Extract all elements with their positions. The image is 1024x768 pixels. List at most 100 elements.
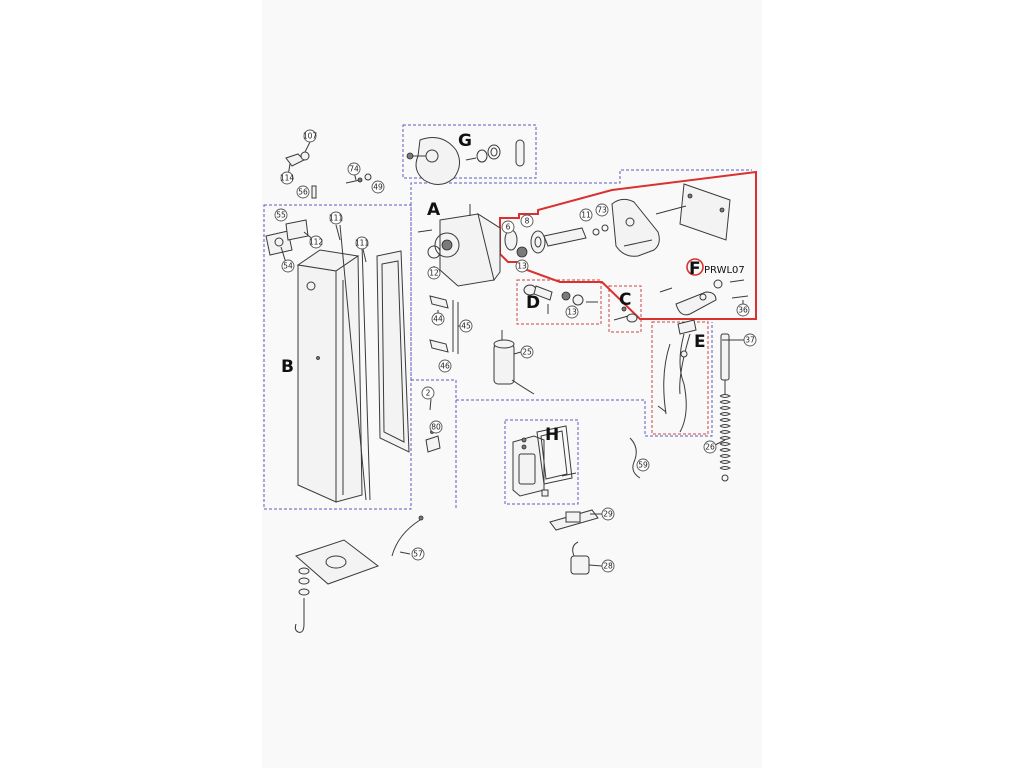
- motor-bolt: [417, 229, 433, 233]
- slot-plate: [515, 139, 525, 167]
- column-body: [296, 249, 363, 503]
- column-edge-strip: [339, 224, 367, 501]
- callout-44: 44: [431, 312, 445, 326]
- callout-54: 54: [281, 259, 295, 273]
- group-label-e: E: [694, 332, 706, 352]
- part-number-111: 111: [329, 214, 344, 223]
- transformer: [570, 541, 590, 575]
- group-g-boundary: [402, 124, 537, 179]
- door-strip: [361, 244, 371, 501]
- part-number-28: 28: [603, 562, 613, 571]
- part-number-6: 6: [506, 223, 511, 232]
- callout-107: 107: [303, 129, 318, 143]
- limit-screw: [655, 205, 687, 215]
- cable-end: [418, 515, 424, 521]
- anchor-bolt: [294, 567, 310, 633]
- limit-switch-wiring: [657, 319, 697, 433]
- part-number-13: 13: [517, 262, 527, 271]
- kit-f-outline: [499, 170, 757, 320]
- callout-45: 45: [459, 319, 473, 333]
- callout-56: 56: [296, 185, 310, 199]
- part-number-45: 45: [461, 322, 471, 331]
- group-label-c: C: [619, 290, 631, 310]
- callout-80: 80: [429, 420, 443, 434]
- callout-49: 49: [371, 180, 385, 194]
- group-d-boundary: [516, 279, 602, 325]
- part-number-8: 8: [525, 217, 530, 226]
- group-label-h: H: [545, 425, 559, 445]
- key-part: [285, 151, 310, 167]
- callout-13-d: 13: [565, 305, 579, 319]
- callout-26: 26: [703, 440, 717, 454]
- release-lever: [659, 279, 749, 316]
- callout-25: 25: [520, 345, 534, 359]
- callout-73: 73: [595, 203, 609, 217]
- part-number-73: 73: [597, 206, 607, 215]
- group-f-highlight-ring: [686, 258, 704, 276]
- callout-8: 8: [520, 214, 534, 228]
- part-number-114: 114: [280, 174, 295, 183]
- callout-29: 29: [601, 507, 615, 521]
- group-label-d: D: [526, 293, 540, 313]
- part-number-55: 55: [276, 211, 286, 220]
- callout-55: 55: [274, 208, 288, 222]
- lock-bracket: [265, 219, 309, 256]
- group-e-inner-boundary: [651, 321, 709, 435]
- pin-part: [311, 185, 317, 199]
- callout-46: 46: [438, 359, 452, 373]
- cable-part: [629, 437, 641, 479]
- part-number-56: 56: [298, 188, 308, 197]
- callout-36: 36: [736, 303, 750, 317]
- cover-plate: [611, 198, 660, 257]
- limit-plate: [679, 183, 731, 241]
- mounting-brackets: [429, 295, 459, 354]
- part-number-46: 46: [440, 362, 450, 371]
- fan-part: [406, 137, 460, 185]
- part-number-37: 37: [745, 336, 755, 345]
- callout-2: 2: [421, 386, 435, 400]
- screw-part: [345, 173, 372, 184]
- leader-lines: [280, 141, 744, 567]
- part-number-29: 29: [603, 510, 613, 519]
- group-a-boundary: [410, 169, 752, 380]
- part-number-107: 107: [303, 132, 318, 141]
- callout-28: 28: [601, 559, 615, 573]
- part-number-74: 74: [349, 165, 359, 174]
- callout-6: 6: [501, 220, 515, 234]
- part-number-57: 57: [413, 550, 423, 559]
- callout-112: 112: [309, 235, 324, 249]
- group-h-boundary: [504, 419, 579, 505]
- part-number-49: 49: [373, 183, 383, 192]
- part-number-36: 36: [738, 306, 748, 315]
- group-b-lower-boundary: [411, 379, 457, 509]
- group-label-g: G: [458, 131, 472, 151]
- callout-111: 111: [329, 211, 344, 225]
- foundation-plate: [295, 539, 380, 585]
- callout-12: 12: [427, 266, 441, 280]
- callout-11: 11: [579, 208, 593, 222]
- part-number-54: 54: [283, 262, 293, 271]
- part-number-59: 59: [638, 461, 648, 470]
- ground-cable: [391, 519, 421, 557]
- capacitor: [493, 330, 535, 395]
- callout-57: 57: [411, 547, 425, 561]
- part-number-2: 2: [426, 389, 431, 398]
- bearing-parts: [523, 284, 598, 314]
- part-number-44: 44: [433, 315, 443, 324]
- group-e-boundary: [456, 322, 713, 437]
- group-label-b: B: [281, 357, 294, 377]
- part-number-112: 112: [309, 238, 324, 247]
- circuit-board: [549, 509, 600, 531]
- group-label-a: A: [427, 200, 441, 220]
- group-label-f: F: [689, 259, 701, 279]
- part-number-13-d: 13: [567, 308, 577, 317]
- part-number-11: 11: [581, 211, 591, 220]
- part-number-12: 12: [429, 269, 439, 278]
- callout-13: 13: [515, 259, 529, 273]
- seal-rings: [465, 144, 501, 163]
- control-box: [512, 425, 577, 497]
- small-bracket: [425, 430, 441, 453]
- gearmotor-housing: [427, 204, 501, 287]
- spring-assembly: [719, 333, 731, 482]
